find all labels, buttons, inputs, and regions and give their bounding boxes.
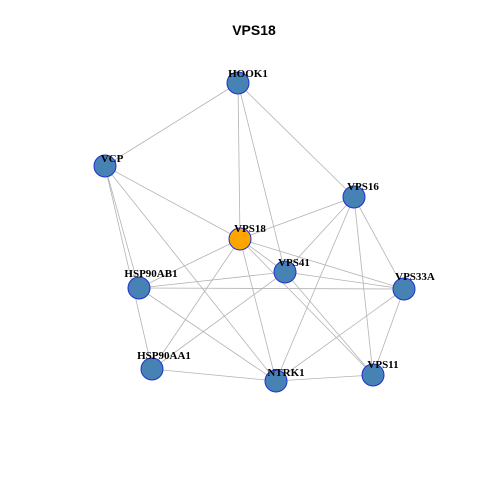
node-label: VPS16 bbox=[347, 181, 379, 193]
edge-vps16-vps11 bbox=[353, 196, 374, 376]
node-circle[interactable] bbox=[361, 363, 385, 387]
edge-vcp-hsp90aa1 bbox=[104, 165, 153, 370]
edge-vps16-vps33a bbox=[353, 196, 405, 290]
node-hsp90aa1[interactable]: HSP90AA1 bbox=[137, 350, 191, 381]
edge-ntrk1-vps11 bbox=[275, 374, 374, 382]
node-hook1[interactable]: HOOK1 bbox=[226, 68, 268, 95]
node-circle[interactable] bbox=[140, 357, 164, 381]
edge-vps11-vps33a bbox=[372, 288, 405, 376]
edge-hook1-vps41 bbox=[237, 82, 286, 273]
node-label: VPS41 bbox=[278, 257, 310, 269]
edge-vps18-vps33a bbox=[239, 238, 405, 290]
node-label: VPS11 bbox=[367, 359, 398, 371]
diagram-title: VPS18 bbox=[232, 22, 276, 38]
node-vps11[interactable]: VPS11 bbox=[361, 359, 399, 387]
node-circle[interactable] bbox=[93, 154, 117, 178]
node-circle[interactable] bbox=[342, 185, 366, 209]
node-label: NTRK1 bbox=[267, 367, 304, 379]
edge-vps18-vps11 bbox=[239, 238, 374, 376]
node-circle[interactable] bbox=[273, 260, 297, 284]
node-vps16[interactable]: VPS16 bbox=[342, 181, 379, 209]
node-label: HOOK1 bbox=[228, 68, 268, 80]
node-label: HSP90AB1 bbox=[124, 268, 177, 280]
edge-vps18-hsp90aa1 bbox=[151, 238, 241, 370]
edge-hsp90aa1-ntrk1 bbox=[151, 368, 277, 382]
node-vps18[interactable]: VPS18 bbox=[228, 223, 266, 251]
edge-vps18-ntrk1 bbox=[239, 238, 277, 382]
edge-vps18-hsp90ab1 bbox=[138, 238, 241, 289]
node-circle[interactable] bbox=[226, 71, 250, 95]
node-circle[interactable] bbox=[392, 277, 416, 301]
edge-vcp-ntrk1 bbox=[104, 165, 277, 382]
node-vps41[interactable]: VPS41 bbox=[273, 257, 310, 284]
node-ntrk1[interactable]: NTRK1 bbox=[264, 367, 305, 393]
edge-hook1-vps16 bbox=[237, 82, 355, 198]
node-circle[interactable] bbox=[228, 227, 252, 251]
node-label: VCP bbox=[101, 153, 124, 165]
node-hsp90ab1[interactable]: HSP90AB1 bbox=[124, 268, 178, 300]
node-vps33a[interactable]: VPS33A bbox=[392, 271, 435, 301]
node-circle[interactable] bbox=[127, 276, 151, 300]
edge-vps41-hsp90ab1 bbox=[138, 271, 286, 289]
edge-vcp-hsp90ab1 bbox=[104, 165, 140, 289]
node-label: VPS33A bbox=[395, 271, 435, 283]
node-vcp[interactable]: VCP bbox=[93, 153, 124, 178]
edge-vps16-vps41 bbox=[284, 196, 355, 273]
edge-hsp90ab1-vps33a bbox=[138, 287, 405, 290]
node-label: VPS18 bbox=[234, 223, 266, 235]
edge-vps41-vps33a bbox=[284, 271, 405, 290]
edge-vps16-vps18 bbox=[239, 196, 355, 240]
edge-vcp-vps18 bbox=[104, 165, 241, 240]
node-label: HSP90AA1 bbox=[137, 350, 191, 362]
edge-vps41-vps11 bbox=[284, 271, 374, 376]
edge-ntrk1-vps33a bbox=[275, 288, 405, 382]
edge-hook1-vps18 bbox=[237, 82, 241, 240]
edge-hsp90ab1-ntrk1 bbox=[138, 287, 277, 382]
edge-hook1-vcp bbox=[104, 82, 239, 167]
node-circle[interactable] bbox=[264, 369, 288, 393]
